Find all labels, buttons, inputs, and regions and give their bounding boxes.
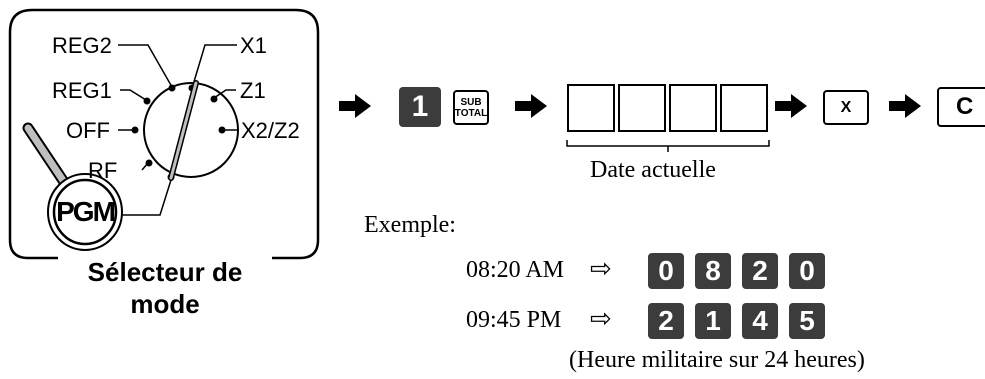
date-digit-box-1	[567, 84, 615, 132]
dial-label-rf: RF	[88, 158, 118, 183]
example-digit: 1	[695, 303, 731, 339]
caption-line-2: mode	[130, 289, 200, 319]
dial-label-x1: X1	[240, 33, 267, 58]
example-time-1: 08:20 AM	[466, 257, 565, 283]
example-digit: 5	[789, 303, 825, 339]
dial-label-reg1: REG1	[52, 78, 112, 103]
example-digit: 2	[742, 253, 778, 289]
date-digit-box-4	[720, 84, 768, 132]
example-time-2: 09:45 PM	[466, 307, 562, 333]
mode-selector-panel: REG2 REG1 OFF RF X1 Z1 X2/Z2 PGM Sélecte…	[0, 0, 330, 379]
example-digit: 4	[742, 303, 778, 339]
example-digit: 8	[695, 253, 731, 289]
example-digit: 0	[789, 253, 825, 289]
subtotal-key-line-1: SUB	[460, 96, 482, 108]
program-key-icon	[22, 122, 123, 251]
clear-key[interactable]: C	[937, 87, 985, 127]
dial-label-reg2: REG2	[52, 33, 112, 58]
date-digit-box-3	[669, 84, 717, 132]
hollow-arrow-icon: ⇨	[590, 253, 612, 283]
pgm-key-label: PGM	[56, 196, 116, 227]
example-digit: 2	[648, 303, 684, 339]
key-1[interactable]: 1	[399, 87, 441, 127]
arrow-right-icon	[889, 94, 921, 118]
date-bracket	[566, 140, 770, 152]
hollow-arrow-icon: ⇨	[590, 303, 612, 333]
date-digit-box-2	[618, 84, 666, 132]
subtotal-key[interactable]: SUB TOTAL	[453, 90, 489, 125]
example-digit: 0	[648, 253, 684, 289]
multiply-key[interactable]: X	[823, 90, 869, 125]
dial-label-x2z2: X2/Z2	[241, 118, 300, 143]
mode-selector-diagram	[8, 8, 320, 260]
arrow-right-icon	[515, 94, 547, 118]
subtotal-key-line-2: TOTAL	[454, 107, 488, 119]
dial-label-z1: Z1	[240, 78, 266, 103]
mode-selector-caption: Sélecteur de mode	[58, 257, 272, 319]
date-label: Date actuelle	[590, 157, 716, 183]
arrow-right-icon	[339, 94, 371, 118]
caption-line-1: Sélecteur de	[87, 257, 243, 287]
military-time-note: (Heure militaire sur 24 heures)	[569, 347, 865, 373]
dial-label-off: OFF	[66, 118, 110, 143]
example-heading: Exemple:	[364, 212, 456, 238]
arrow-right-icon	[775, 94, 807, 118]
